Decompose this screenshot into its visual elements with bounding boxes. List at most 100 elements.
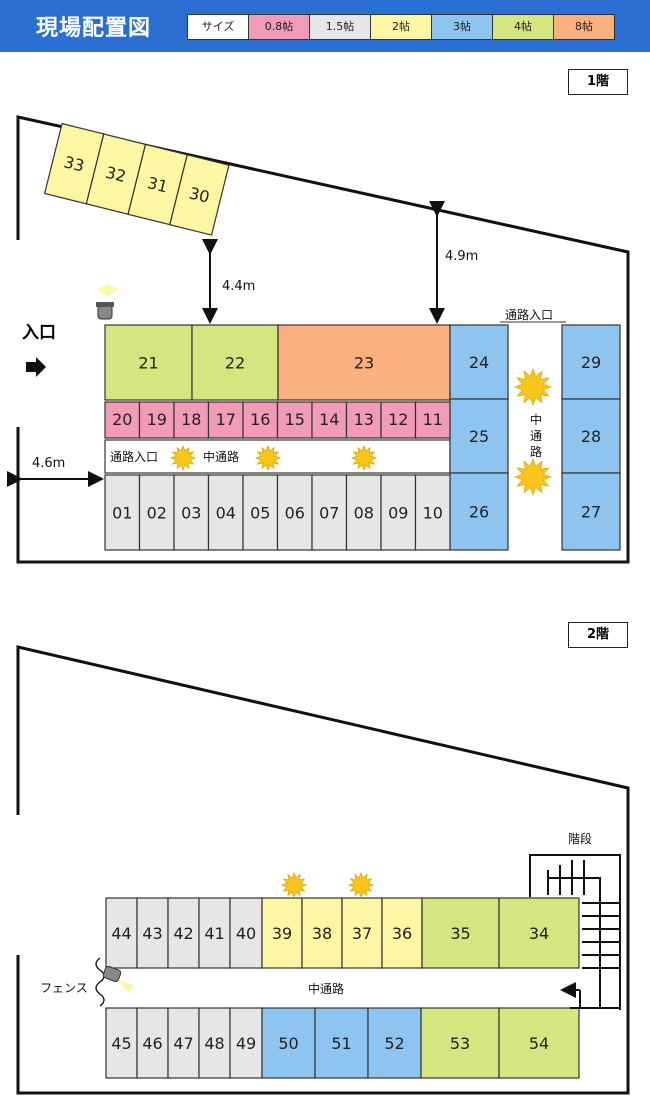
unit-01[interactable]: 01 [104, 474, 141, 551]
unit-06[interactable]: 06 [276, 474, 313, 551]
unit-13[interactable]: 13 [345, 401, 382, 439]
unit-48[interactable]: 48 [198, 1007, 231, 1079]
unit-number: 47 [173, 1034, 193, 1053]
unit-49[interactable]: 49 [229, 1007, 263, 1079]
unit-19[interactable]: 19 [138, 401, 175, 439]
unit-number: 10 [423, 503, 443, 522]
unit-25[interactable]: 25 [449, 398, 509, 474]
unit-08[interactable]: 08 [345, 474, 382, 551]
unit-box [261, 897, 303, 969]
unit-43[interactable]: 43 [136, 897, 169, 969]
unit-number: 52 [384, 1034, 404, 1053]
unit-box [276, 474, 313, 551]
legend-item-2: 1.5帖 [309, 15, 370, 39]
floor2-lights [280, 871, 375, 899]
unit-47[interactable]: 47 [167, 1007, 200, 1079]
light-icon [350, 444, 378, 472]
unit-16[interactable]: 16 [242, 401, 279, 439]
unit-box [198, 897, 231, 969]
unit-34[interactable]: 34 [498, 897, 580, 969]
unit-53[interactable]: 53 [420, 1007, 500, 1079]
light-icon [280, 871, 308, 899]
unit-28[interactable]: 28 [561, 398, 621, 474]
unit-45[interactable]: 45 [105, 1007, 138, 1079]
unit-number: 45 [111, 1034, 131, 1053]
unit-09[interactable]: 09 [380, 474, 417, 551]
unit-22[interactable]: 22 [191, 324, 279, 401]
unit-30[interactable]: 30 [169, 154, 230, 236]
unit-40[interactable]: 40 [229, 897, 263, 969]
unit-17[interactable]: 17 [207, 401, 244, 439]
unit-21[interactable]: 21 [104, 324, 193, 401]
unit-number: 40 [236, 924, 256, 943]
light-icon [513, 457, 553, 497]
unit-39[interactable]: 39 [261, 897, 303, 969]
unit-42[interactable]: 42 [167, 897, 200, 969]
unit-35[interactable]: 35 [421, 897, 500, 969]
unit-33[interactable]: 33 [43, 122, 105, 205]
unit-10[interactable]: 10 [414, 474, 451, 551]
unit-box [277, 324, 451, 401]
unit-36[interactable]: 36 [381, 897, 423, 969]
unit-31[interactable]: 31 [127, 143, 188, 226]
unit-box [169, 154, 230, 236]
legend-item-6: 8帖 [553, 15, 614, 39]
unit-12[interactable]: 12 [380, 401, 417, 439]
unit-18[interactable]: 18 [173, 401, 210, 439]
aisle-entrance-label: 通路入口 [110, 449, 158, 464]
unit-number: 34 [529, 924, 549, 943]
unit-box [136, 897, 169, 969]
unit-05[interactable]: 05 [242, 474, 279, 551]
unit-14[interactable]: 14 [311, 401, 348, 439]
unit-number: 38 [312, 924, 332, 943]
unit-29[interactable]: 29 [561, 324, 621, 400]
unit-51[interactable]: 51 [314, 1007, 369, 1079]
unit-box [561, 472, 621, 551]
light-icon [169, 444, 197, 472]
unit-number: 48 [204, 1034, 224, 1053]
floor1-label: 1階 [568, 69, 628, 95]
unit-box [414, 401, 451, 439]
unit-number: 30 [187, 183, 211, 206]
unit-box [345, 401, 382, 439]
unit-number: 18 [181, 410, 201, 429]
unit-07[interactable]: 07 [311, 474, 348, 551]
floor1-lights [169, 367, 553, 497]
unit-27[interactable]: 27 [561, 472, 621, 551]
unit-26[interactable]: 26 [449, 472, 509, 551]
unit-32[interactable]: 32 [85, 133, 147, 215]
stairs-label: 階段 [568, 831, 592, 846]
unit-23[interactable]: 23 [277, 324, 451, 401]
unit-03[interactable]: 03 [173, 474, 210, 551]
unit-box [420, 1007, 500, 1079]
unit-number: 49 [236, 1034, 256, 1053]
legend-item-0: サイズ [188, 15, 248, 39]
light-icon [347, 871, 375, 899]
unit-number: 50 [278, 1034, 298, 1053]
unit-46[interactable]: 46 [136, 1007, 169, 1079]
page-title: 現場配置図 [36, 16, 152, 41]
unit-52[interactable]: 52 [367, 1007, 422, 1079]
unit-15[interactable]: 15 [276, 401, 313, 439]
unit-02[interactable]: 02 [138, 474, 175, 551]
unit-24[interactable]: 24 [449, 324, 509, 400]
unit-number: 03 [181, 503, 201, 522]
unit-44[interactable]: 44 [105, 897, 138, 969]
unit-11[interactable]: 11 [414, 401, 451, 439]
entrance-arrow-icon [26, 357, 46, 377]
dim-label-2: 4.9m [445, 249, 478, 264]
unit-number: 09 [388, 503, 408, 522]
unit-37[interactable]: 37 [341, 897, 383, 969]
unit-number: 26 [469, 502, 489, 521]
unit-number: 54 [529, 1034, 549, 1053]
unit-04[interactable]: 04 [207, 474, 244, 551]
unit-number: 36 [392, 924, 412, 943]
unit-38[interactable]: 38 [301, 897, 343, 969]
unit-54[interactable]: 54 [498, 1007, 580, 1079]
unit-20[interactable]: 20 [104, 401, 141, 439]
unit-41[interactable]: 41 [198, 897, 231, 969]
unit-box [173, 474, 210, 551]
unit-50[interactable]: 50 [261, 1007, 316, 1079]
